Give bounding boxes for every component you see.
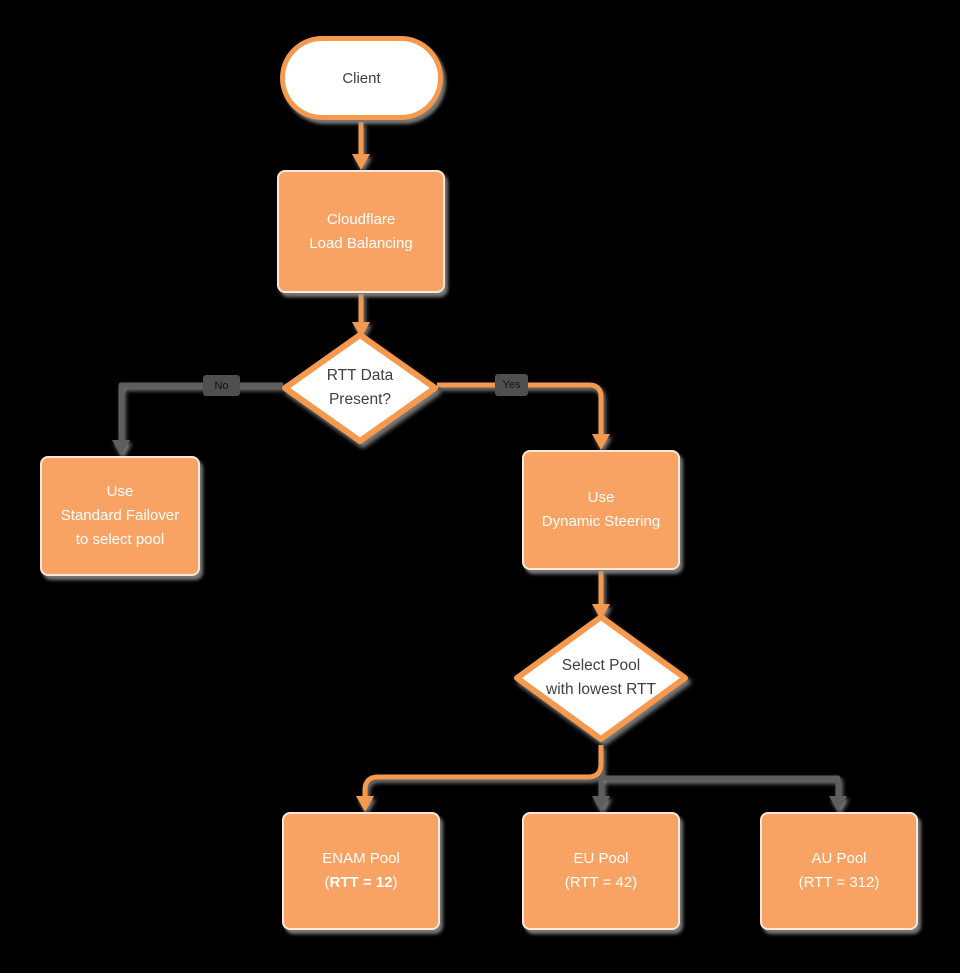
decision-rtt-text: RTT Data Present? (281, 331, 439, 445)
decision-rtt-shape (282, 332, 438, 444)
node-steering-line1: Use (587, 489, 615, 506)
node-enam-rtt-value: RTT = 12 (329, 874, 393, 891)
decision-select-pool-line2: with lowest RTT (546, 681, 656, 698)
node-enam-line1: ENAM Pool (322, 850, 400, 867)
arrowhead-no (112, 440, 130, 456)
edge-label-no-text: No (214, 379, 229, 392)
node-steering-line2: Dynamic Steering (541, 513, 661, 530)
arrowhead-yes (592, 434, 610, 450)
arrowhead-enam (356, 796, 374, 812)
edge-label-yes-text: Yes (502, 379, 521, 391)
node-lb-line1: Cloudflare (326, 210, 396, 228)
edge-label-no: No (203, 375, 240, 396)
node-lb-line2: Load Balancing (309, 234, 413, 252)
node-eu-line2: (RTT = 42) (564, 874, 638, 891)
decision-rtt-data-present: RTT Data Present? (281, 331, 439, 445)
decision-select-pool: Select Pool with lowest RTT (513, 613, 689, 743)
node-au-line2: (RTT = 312) (798, 874, 880, 891)
decision-rtt-line2: Present? (328, 391, 392, 408)
node-use-standard-failover: Use Standard Failover to select pool (40, 456, 200, 576)
edge-rtt-yes (437, 382, 604, 434)
node-failover-line2: Standard Failover (60, 507, 180, 524)
edge-selectpool-au (600, 775, 841, 796)
node-au-pool: AU Pool (RTT = 312) (760, 812, 918, 930)
node-enam-paren-open: ( (324, 874, 330, 891)
node-au-line1: AU Pool (811, 850, 867, 867)
node-enam-pool: ENAM Pool (RTT = 12) (282, 812, 440, 930)
node-client: Client (280, 36, 443, 120)
arrowhead-selectpool (592, 604, 610, 620)
edge-label-yes: Yes (495, 374, 528, 396)
edge-selectpool-enam (362, 745, 604, 796)
node-client-label: Client (342, 69, 381, 87)
node-eu-pool: EU Pool (RTT = 42) (522, 812, 680, 930)
node-cloudflare-load-balancing: Cloudflare Load Balancing (277, 170, 445, 293)
node-eu-line1: EU Pool (573, 850, 629, 867)
decision-select-pool-text: Select Pool with lowest RTT (513, 613, 689, 743)
arrowhead-eu (592, 796, 610, 812)
arrowhead-rttdecision (352, 322, 370, 338)
node-use-dynamic-steering: Use Dynamic Steering (522, 450, 680, 570)
node-failover-line1: Use (106, 483, 134, 500)
arrowhead-lb (352, 154, 370, 170)
arrowhead-au (829, 796, 847, 812)
decision-select-pool-shape (514, 614, 688, 742)
decision-select-pool-line1: Select Pool (561, 657, 641, 674)
decision-rtt-line1: RTT Data (326, 367, 394, 384)
node-enam-line2: (RTT = 12) (325, 871, 398, 895)
node-failover-line3: to select pool (75, 531, 165, 548)
edge-rtt-no (118, 382, 283, 442)
node-enam-paren-close: ) (392, 874, 398, 891)
